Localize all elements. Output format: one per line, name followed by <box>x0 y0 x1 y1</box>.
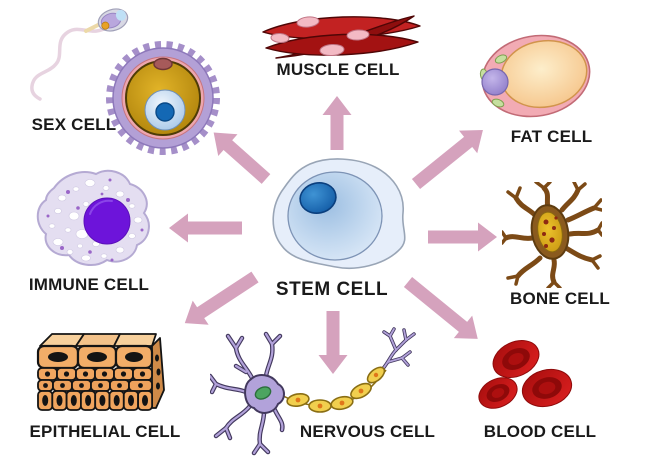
immune-cell-nucleus <box>83 197 131 245</box>
sex-cell-label: SEX CELL <box>31 115 117 134</box>
muscle-nucleus <box>270 32 290 44</box>
neuron-dendrites <box>210 331 285 456</box>
immune-nucleus-highlight <box>89 199 113 215</box>
egg-polar-body <box>153 57 173 71</box>
muscle-nucleus <box>346 29 370 41</box>
sperm-head <box>97 8 129 32</box>
nervous-cell-illustration <box>210 327 416 456</box>
arrow-to-blood-cell-icon <box>403 276 478 339</box>
muscle-cell-illustration <box>262 15 421 59</box>
arrow-to-muscle-cell-icon <box>322 96 352 150</box>
arrow-to-sex-cell-icon <box>213 132 271 184</box>
neuron-axon-terminal <box>378 327 416 374</box>
sperm-tail <box>30 24 110 101</box>
muscle-nucleus <box>319 43 345 57</box>
arrow-to-nervous-cell-icon <box>318 311 348 374</box>
nervous-cell-label: NERVOUS CELL <box>299 422 436 441</box>
stem-cell-nucleus <box>299 182 337 214</box>
immune-cell-illustration <box>36 169 150 267</box>
muscle-nucleus <box>296 16 320 28</box>
red-blood-cell <box>478 377 518 409</box>
epithelial-top-face <box>113 333 157 347</box>
red-blood-cell <box>521 368 573 408</box>
arrow-to-fat-cell-icon <box>411 129 483 190</box>
epithelial-nuclei <box>42 352 161 406</box>
epithelial-columnar-row <box>37 390 153 411</box>
neuron-nucleus <box>254 386 272 400</box>
stem-cell-illustration <box>272 158 406 270</box>
blood-cell-illustration <box>478 340 573 409</box>
immune-granules <box>46 178 144 262</box>
fat-mitochondrion <box>494 54 508 64</box>
egg-cell <box>106 41 220 155</box>
bone-cell-illustration <box>502 182 602 288</box>
muscle-cell-label: MUSCLE CELL <box>276 60 400 79</box>
immune-cell-label: IMMUNE CELL <box>28 275 150 294</box>
fat-mitochondrion <box>491 98 505 108</box>
sperm-cell <box>30 8 129 101</box>
fat-cell-label: FAT CELL <box>510 127 593 146</box>
muscle-fiber <box>265 33 419 56</box>
epithelial-cuboidal-row <box>37 367 153 381</box>
bone-cell-granules <box>542 216 558 248</box>
red-blood-cell <box>492 340 540 378</box>
arrow-to-bone-cell-icon <box>428 222 497 252</box>
neuron-myelin-sheath <box>286 366 386 413</box>
epithelial-cell-illustration <box>36 333 165 411</box>
sex-cell-illustration <box>30 8 220 155</box>
epithelial-cell-label: EPITHELIAL CELL <box>29 422 181 441</box>
fat-cell-nucleus <box>481 68 509 96</box>
egg-nucleus <box>155 102 175 122</box>
bone-cell-label: BONE CELL <box>509 289 611 308</box>
arrow-to-immune-cell-icon <box>169 213 242 243</box>
sperm-midpiece <box>84 22 102 33</box>
epithelial-top-face <box>75 333 121 347</box>
epithelial-cuboidal-row <box>37 379 153 392</box>
stem-cell-label: STEM CELL <box>275 279 389 300</box>
egg-corona <box>106 41 220 155</box>
blood-cell-label: BLOOD CELL <box>483 422 597 441</box>
arrow-to-epithelial-cell-icon <box>184 271 259 325</box>
fat-cell-illustration <box>479 34 591 118</box>
stem-cell-inner-body <box>287 171 383 261</box>
